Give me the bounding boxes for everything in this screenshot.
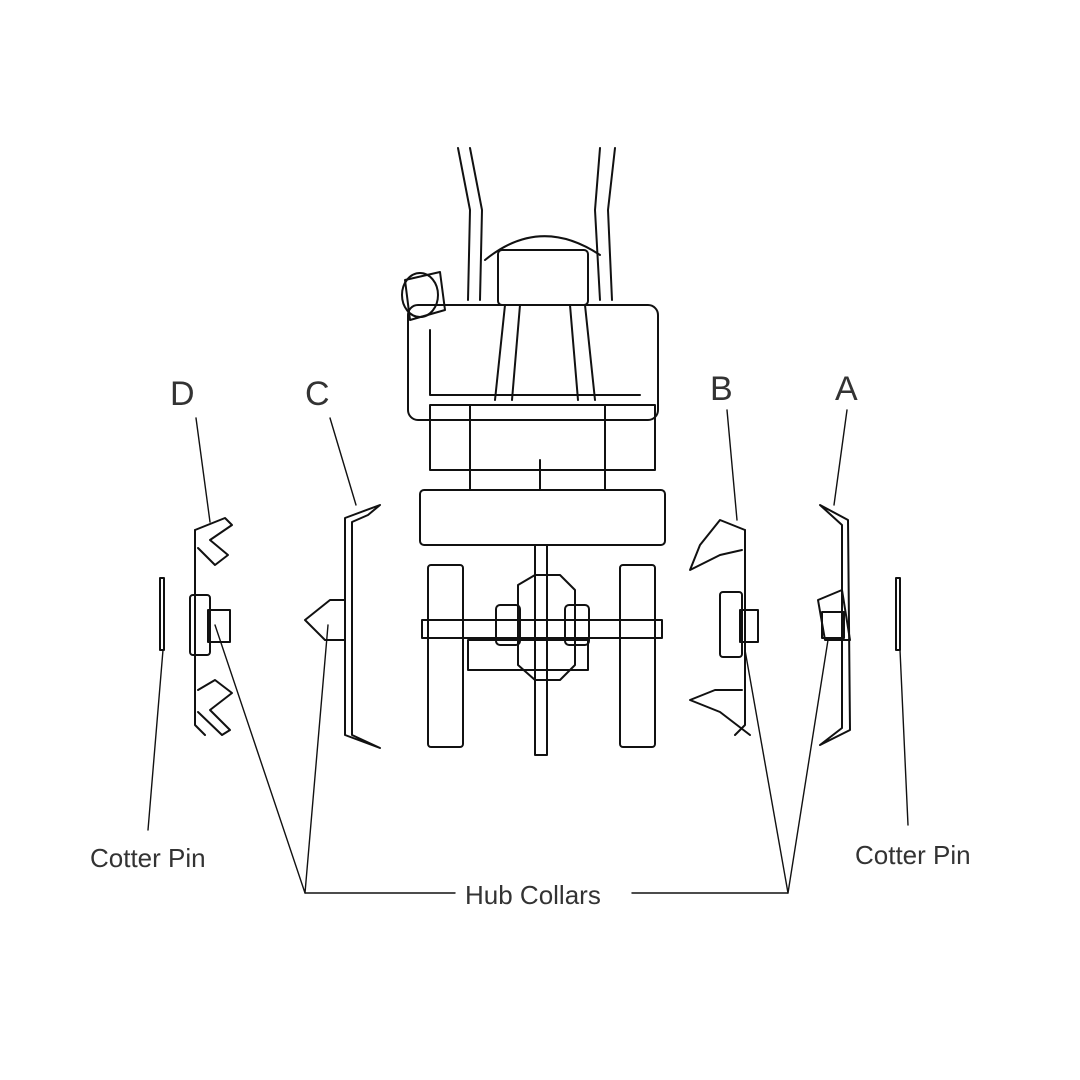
cotter-pin-left-part (159, 577, 165, 651)
tine-shaft-housing (419, 489, 666, 756)
label-tine-b: B (710, 370, 733, 408)
label-hub-collars: Hub Collars (465, 880, 601, 910)
label-cotter-pin-right: Cotter Pin (855, 840, 971, 870)
tine-b (689, 519, 759, 736)
handle-bars (457, 147, 616, 301)
tine-a (817, 504, 851, 746)
tine-c (304, 504, 381, 749)
label-tine-a: A (835, 370, 858, 408)
installed-tines (421, 564, 663, 748)
label-cotter-pin-left: Cotter Pin (90, 843, 206, 873)
cotter-pin-right-part (895, 577, 901, 651)
tine-d (189, 517, 233, 736)
label-tine-d: D (170, 375, 195, 413)
engine (401, 249, 659, 491)
leader-lines (147, 409, 909, 894)
label-tine-c: C (305, 375, 330, 413)
